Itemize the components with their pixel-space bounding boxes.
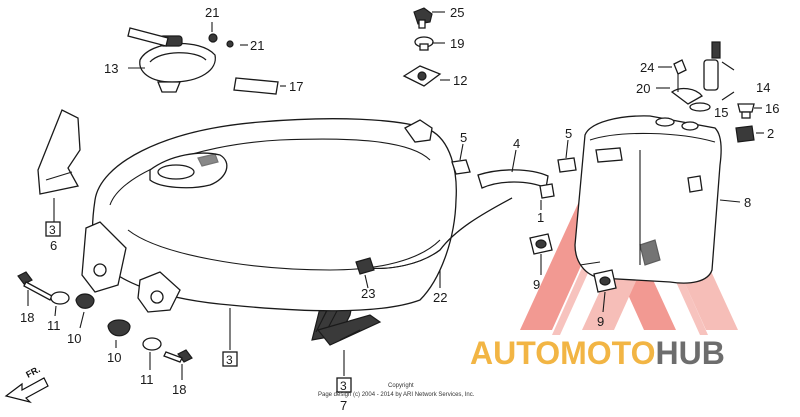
callout-14: 14 [756, 80, 770, 95]
callout-13: 13 [104, 61, 118, 76]
callout-19: 19 [450, 36, 464, 51]
watermark-part-moto: MOTO [560, 335, 655, 371]
callout-10b: 10 [107, 350, 121, 365]
callout-6: 6 [50, 238, 57, 253]
drain-hose [355, 197, 513, 275]
callout-20: 20 [636, 81, 650, 96]
callout-18a: 18 [20, 310, 34, 325]
direction-arrow-icon [4, 377, 49, 404]
callout-9b: 9 [597, 314, 604, 329]
callout-7: 7 [340, 398, 347, 413]
callout-10a: 10 [67, 331, 81, 346]
label-sticker [233, 77, 279, 95]
callout-4: 4 [513, 136, 520, 151]
callout-1: 1 [537, 210, 544, 225]
callout-2: 2 [767, 126, 774, 141]
mounting-hardware [17, 271, 193, 363]
callout-22: 22 [433, 290, 447, 305]
callout-21a: 21 [205, 5, 219, 20]
callout-11b: 11 [140, 372, 154, 387]
callout-5b: 5 [565, 126, 572, 141]
callout-5a: 5 [460, 130, 467, 145]
svg-text:AUTOMOTOHUB: AUTOMOTOHUB [470, 335, 725, 371]
callout-18b: 18 [172, 382, 186, 397]
fuel-gauge-sender [670, 41, 721, 112]
boxed-label-3a: 3 [49, 223, 56, 237]
callout-15: 15 [714, 105, 728, 120]
callout-labels: 21 21 13 17 25 19 12 24 14 20 15 16 2 5 … [20, 5, 779, 413]
boxed-label-3b: 3 [226, 353, 233, 367]
callout-8: 8 [744, 195, 751, 210]
fuel-cap [127, 27, 234, 93]
watermark-part-auto: AUTO [470, 335, 560, 371]
callout-25: 25 [450, 5, 464, 20]
boxed-labels: 3 3 3 [45, 221, 352, 393]
watermark-wordmark: AUTOMOTOHUB [470, 335, 725, 371]
callout-24: 24 [640, 60, 654, 75]
callout-11a: 11 [47, 318, 61, 333]
copyright-line-1: Copyright [388, 383, 414, 389]
callout-17: 17 [289, 79, 303, 94]
fuel-tank [81, 118, 457, 313]
direction-label: FR. [24, 364, 41, 380]
reserve-caps [735, 103, 755, 143]
copyright-notice: Copyright Page design (c) 2004 - 2014 by… [318, 383, 475, 398]
front-direction-marker: FR. [4, 364, 49, 404]
copyright-line-2: Page design (c) 2004 - 2014 by ARI Netwo… [318, 392, 475, 398]
tank-decal [37, 109, 81, 195]
callout-12: 12 [453, 73, 467, 88]
grommets [529, 233, 617, 293]
leader-lines [27, 11, 764, 380]
callout-23: 23 [361, 286, 375, 301]
connecting-hose [451, 157, 577, 199]
cap-hardware [402, 7, 442, 87]
reserve-tank [574, 115, 722, 284]
watermark-part-hub: HUB [655, 335, 724, 371]
boxed-label-3c: 3 [340, 379, 347, 393]
callout-9a: 9 [533, 277, 540, 292]
callout-16: 16 [765, 101, 779, 116]
callout-21b: 21 [250, 38, 264, 53]
watermark-triangle-logo [520, 160, 738, 335]
